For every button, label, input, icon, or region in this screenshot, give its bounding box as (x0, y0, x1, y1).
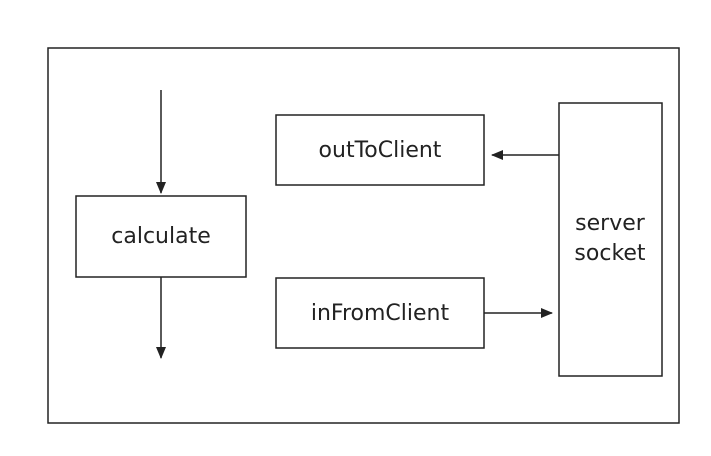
calculate-label: calculate (111, 224, 210, 249)
in-from-client-node: inFromClient (275, 277, 485, 349)
server-socket-node: server socket (558, 102, 663, 377)
in-from-client-label: inFromClient (311, 301, 450, 326)
in-from-client-box (275, 277, 485, 349)
calculate-box (75, 195, 247, 278)
calculate-node: calculate (75, 195, 247, 278)
out-to-client-node: outToClient (275, 114, 485, 186)
server-socket-box (558, 102, 663, 377)
server-socket-label-line1: server (575, 211, 646, 236)
out-to-client-box (275, 114, 485, 186)
out-to-client-label: outToClient (319, 138, 442, 163)
server-socket-label-line2: socket (574, 241, 646, 266)
outer-frame (47, 47, 680, 424)
